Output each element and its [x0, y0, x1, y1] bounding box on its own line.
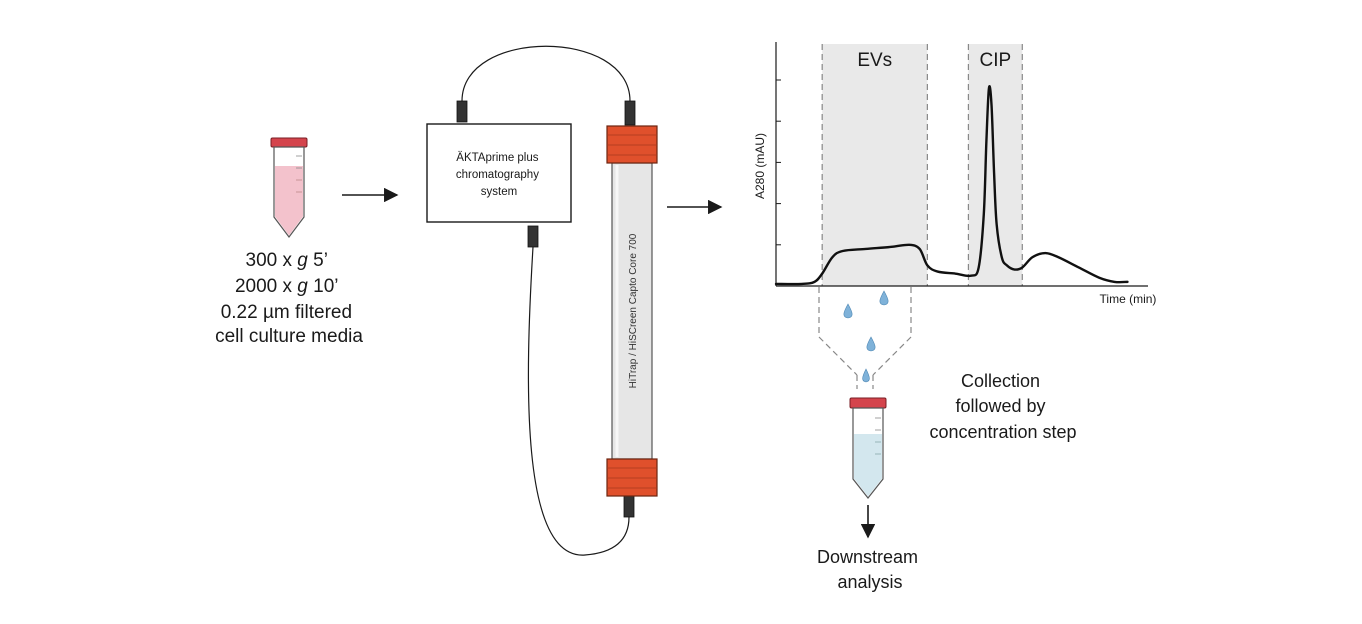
tubing-bottom — [527, 246, 630, 556]
column-bottom-cap — [606, 458, 658, 497]
input-tube-icon — [270, 137, 308, 238]
chart-region-label: EVs — [857, 50, 892, 71]
chart-region-cip — [968, 44, 1023, 286]
column-label: HiTrap / HiSCreen Capto Core 700 — [628, 233, 639, 388]
chart-region-label: CIP — [980, 50, 1012, 71]
collection-tube-icon — [849, 397, 887, 499]
chart-region-evs — [822, 44, 928, 286]
chromatography-column — [606, 125, 658, 497]
input-step-text: 300 x g 5’ 2000 x g 10’ 0.22 µm filtered… — [215, 250, 363, 347]
eluate-drops-icon — [843, 290, 889, 383]
chromatogram-chart: EVs CIP A280 (mAU) Time (min) — [753, 42, 1156, 306]
connector-column-top — [624, 100, 636, 126]
connector-system-top — [456, 100, 468, 123]
chart-y-ticks — [776, 79, 781, 246]
chart-y-axis-label: A280 (mAU) — [753, 133, 767, 199]
akta-system-box — [426, 123, 572, 223]
chart-x-axis-label: Time (min) — [1100, 292, 1157, 306]
column-top-cap — [606, 125, 658, 164]
tubing-top — [461, 45, 631, 102]
akta-system-label: ÄKTAprime plus chromatography system — [456, 152, 542, 198]
downstream-step-text: Downstream analysis — [817, 547, 923, 592]
collection-funnel — [818, 287, 912, 389]
chart-series-line — [774, 85, 1129, 286]
connector-system-bottom — [527, 225, 539, 248]
collection-step-text: Collection followed by concentration ste… — [929, 371, 1076, 442]
connector-column-bottom — [623, 495, 635, 518]
